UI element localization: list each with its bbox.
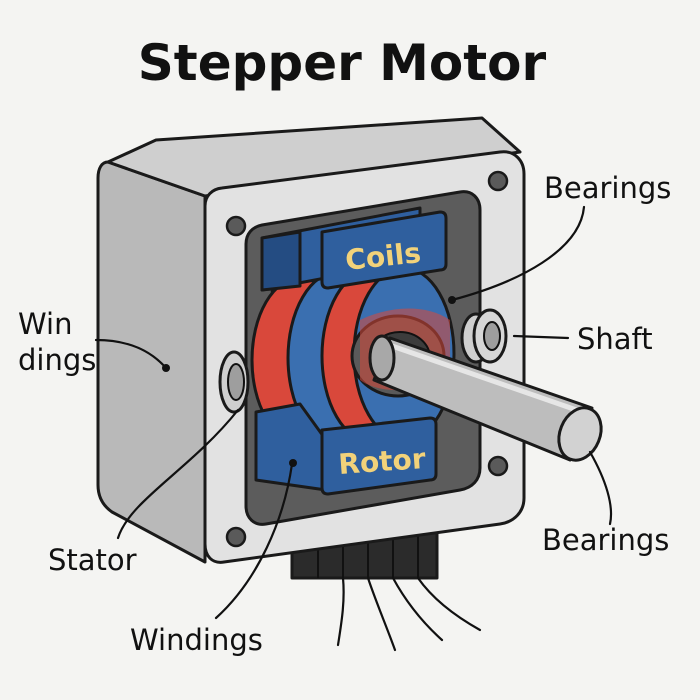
- win-dings-label-line2: dings: [18, 343, 96, 377]
- rotor-label: Rotor: [337, 442, 427, 481]
- windings-label: Windings: [130, 623, 263, 657]
- bearings-top-label: Bearings: [544, 171, 671, 205]
- left-bearing[interactable]: [218, 350, 250, 414]
- motor-shaft[interactable]: [368, 334, 609, 467]
- lead-wires: [336, 576, 482, 652]
- right-bearing[interactable]: [460, 308, 508, 364]
- rotor-block[interactable]: Rotor: [254, 402, 438, 496]
- callout-labels: Bearings Shaft Bearings Win dings Stator…: [18, 171, 671, 657]
- leader-lines: [94, 205, 613, 620]
- mounting-holes: [225, 170, 509, 548]
- shaft-label: Shaft: [577, 322, 653, 356]
- coils-label: Coils: [344, 236, 423, 277]
- win-dings-label-line1: Win: [18, 307, 72, 341]
- bearings-bottom-label: Bearings: [542, 523, 669, 557]
- coils-block[interactable]: Coils: [260, 206, 448, 292]
- stator-label: Stator: [48, 543, 137, 577]
- diagram-title: Stepper Motor: [138, 34, 547, 92]
